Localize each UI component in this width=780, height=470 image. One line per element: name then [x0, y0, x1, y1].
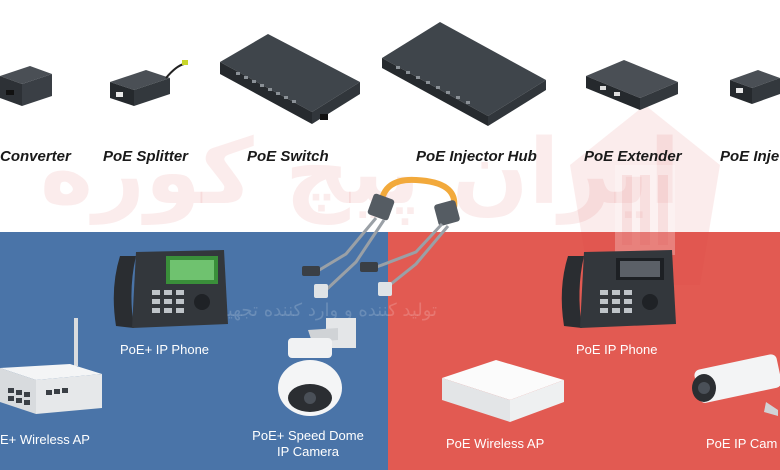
converter-device-icon [0, 66, 52, 106]
poe-extender-device-icon [586, 60, 678, 110]
poe-plus-speed-dome-camera-icon [278, 318, 356, 416]
poe-plus-speed-dome-label-line2: IP Camera [277, 444, 339, 459]
poe-plus-ip-phone-label: PoE+ IP Phone [120, 342, 210, 357]
poe-injector-hub-device-icon [382, 22, 546, 126]
poe-ip-camera-label: PoE IP Cam [706, 436, 778, 451]
category-label-poe-injector: PoE Inje [720, 148, 780, 165]
poe-plus-wireless-ap-icon [0, 318, 102, 414]
poe-ip-camera-icon [692, 354, 780, 416]
category-label-poe-extender: PoE Extender [584, 148, 682, 165]
poe-splitter-device-icon [110, 60, 188, 106]
poe-plus-ip-phone-icon [113, 250, 228, 328]
poe-ip-phone-icon [561, 250, 676, 328]
poe-ip-phone-label: PoE IP Phone [576, 342, 658, 357]
category-label-poe-switch: PoE Switch [247, 148, 329, 165]
category-label-converter: Converter [0, 148, 71, 165]
poe-cable-splitter-icon [302, 176, 460, 298]
poe-wireless-ap-label: PoE Wireless AP [446, 436, 545, 451]
poe-switch-device-icon [220, 34, 360, 124]
watermark-emblem-icon [570, 105, 720, 285]
poe-wireless-ap-icon [442, 360, 564, 422]
poe-plus-speed-dome-label-line1: PoE+ Speed Dome [252, 428, 364, 443]
watermark-logo-text: ایران پیچ کوره [40, 120, 681, 225]
category-label-poe-injector-hub: PoE Injector Hub [416, 148, 537, 165]
top-products-band [0, 0, 780, 232]
poe-plus-wireless-ap-label: E+ Wireless AP [0, 432, 90, 447]
poe-injector-device-icon [730, 70, 780, 104]
category-label-poe-splitter: PoE Splitter [103, 148, 189, 165]
